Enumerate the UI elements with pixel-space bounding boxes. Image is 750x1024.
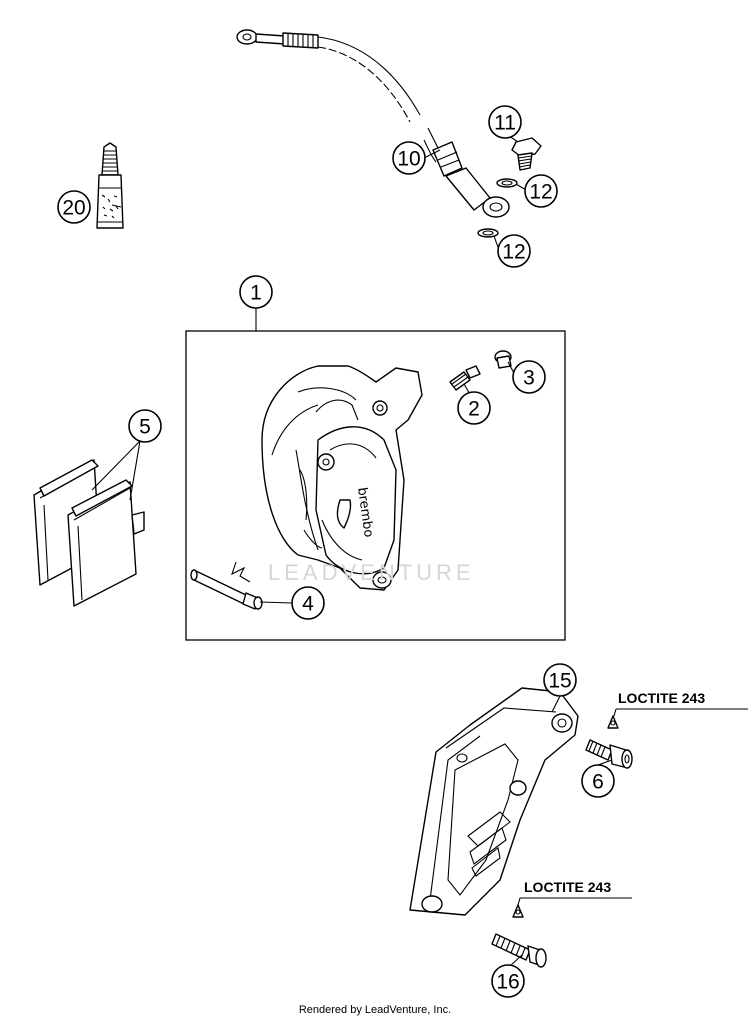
caliper-assembly-frame — [185, 330, 566, 641]
svg-text:20: 20 — [62, 197, 85, 220]
watermark: LEADVENTURE — [268, 560, 475, 585]
leader-lines — [91, 133, 613, 967]
callout-12-upper: 12 — [524, 174, 558, 208]
seal-ring-upper[interactable] — [496, 178, 518, 188]
loctite-label-bottom: LOCTITE 243 — [517, 879, 632, 906]
footer-credit: Rendered by LeadVenture, Inc. — [298, 1004, 452, 1016]
svg-text:5: 5 — [139, 416, 151, 439]
callout-20: 20 — [57, 190, 91, 224]
callout-11: 11 — [488, 105, 522, 139]
seal-ring-lower[interactable] — [477, 228, 499, 238]
svg-text:15: 15 — [548, 670, 571, 693]
callout-3: 3 — [512, 360, 546, 394]
callout-5: 5 — [128, 409, 162, 443]
loctite-label-top: LOCTITE 243 — [613, 690, 748, 717]
callout-16: 16 — [491, 964, 525, 998]
brake-hose[interactable] — [236, 29, 510, 218]
svg-text:3: 3 — [523, 367, 535, 390]
callout-6: 6 — [581, 764, 615, 798]
callout-4: 4 — [291, 586, 325, 620]
svg-text:11: 11 — [494, 112, 516, 135]
caliper-bracket[interactable] — [409, 687, 579, 916]
brake-caliper[interactable]: brembo — [261, 365, 423, 591]
pad-pin[interactable] — [190, 561, 263, 610]
bleed-nipple[interactable] — [449, 365, 481, 391]
svg-text:LOCTITE 243: LOCTITE 243 — [618, 690, 705, 706]
svg-text:6: 6 — [592, 771, 604, 794]
svg-text:2: 2 — [468, 398, 480, 421]
callout-12-lower: 12 — [497, 234, 531, 268]
svg-text:16: 16 — [496, 971, 519, 994]
svg-text:10: 10 — [397, 148, 420, 171]
svg-text:12: 12 — [529, 181, 552, 204]
callout-2: 2 — [457, 391, 491, 425]
bracket-screw-16[interactable] — [491, 904, 547, 968]
caliper-brand-logo: brembo — [354, 486, 376, 538]
svg-text:1: 1 — [250, 282, 262, 305]
callout-10: 10 — [392, 141, 426, 175]
svg-text:12: 12 — [502, 241, 525, 264]
svg-text:LOCTITE 243: LOCTITE 243 — [524, 879, 611, 895]
loctite-bottle[interactable] — [96, 142, 124, 229]
banjo-bolt[interactable] — [511, 137, 542, 171]
bracket-screw-6[interactable] — [585, 715, 633, 769]
svg-text:4: 4 — [302, 593, 314, 616]
callout-15: 15 — [543, 663, 577, 697]
brake-pads[interactable] — [33, 459, 145, 607]
dust-cap[interactable] — [494, 350, 512, 369]
callout-1: 1 — [239, 275, 273, 309]
